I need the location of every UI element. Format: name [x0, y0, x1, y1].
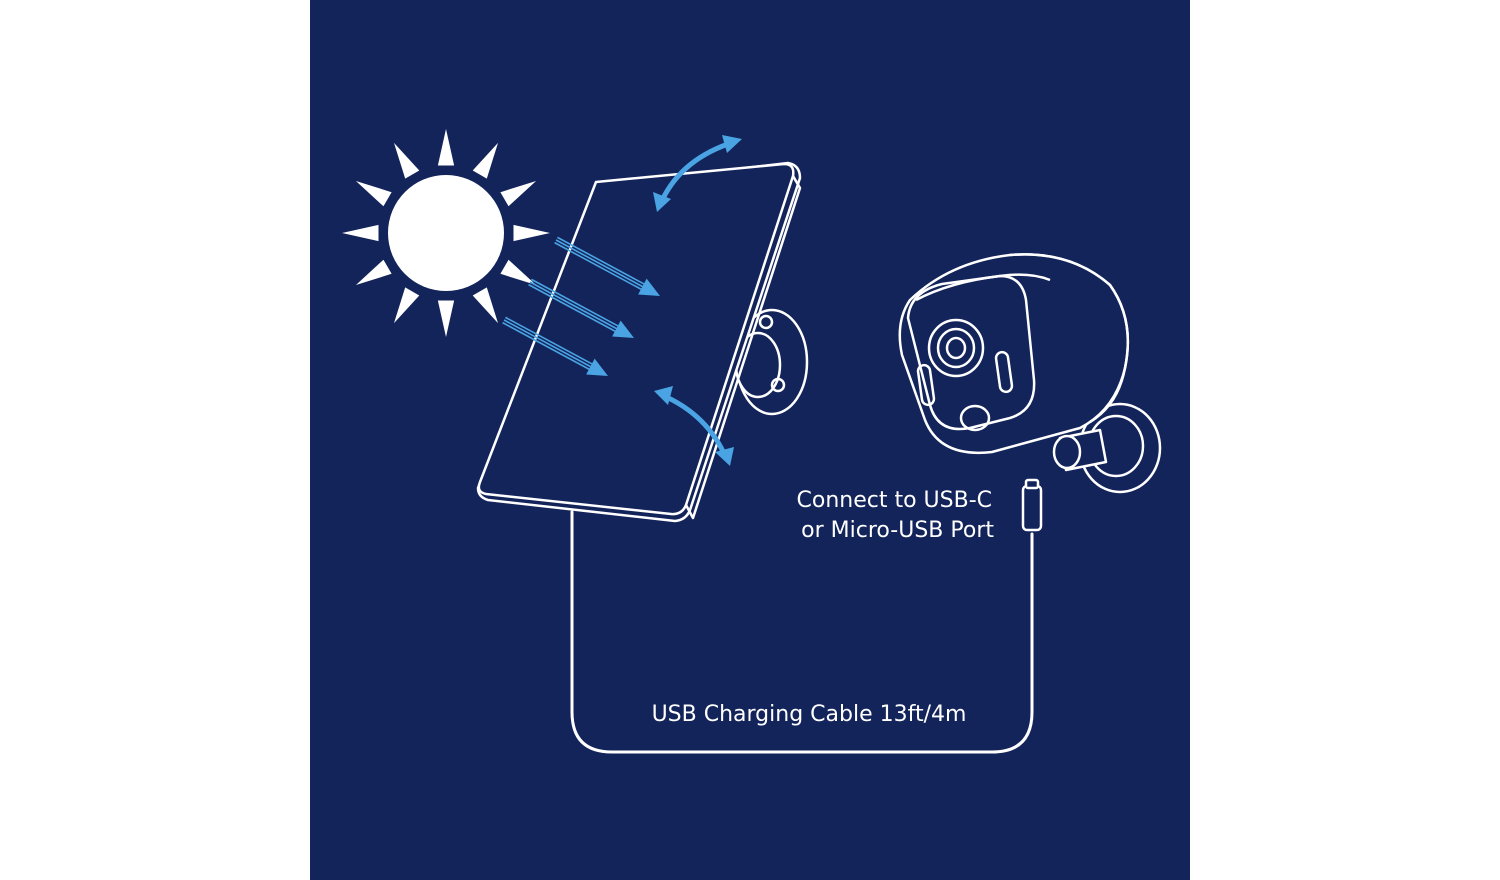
- sun-ray: [472, 142, 498, 179]
- sun-ray: [355, 259, 392, 285]
- tilt-arrow-bottom: [654, 386, 734, 466]
- sun-ray: [500, 259, 537, 285]
- sun-ray: [394, 287, 420, 324]
- connector-label-line2: or Micro-USB Port: [801, 518, 994, 543]
- sunlight-arrows: [502, 236, 660, 376]
- sun-icon: [342, 129, 550, 337]
- sun-disc: [388, 175, 504, 291]
- sunlight-arrow: [528, 278, 634, 338]
- security-camera-icon: [898, 253, 1162, 494]
- usb-connector-icon: [1021, 478, 1043, 532]
- sun-ray: [500, 181, 537, 207]
- cable-label: USB Charging Cable 13ft/4m: [652, 702, 967, 727]
- sunlight-arrow: [554, 236, 660, 296]
- connector-label-line1: Connect to USB-C: [797, 488, 993, 513]
- solar-panel-icon: [476, 161, 809, 523]
- usb-cable: [570, 510, 1034, 754]
- sun-ray: [355, 181, 392, 207]
- sun-ray: [437, 129, 455, 166]
- diagram-svg: Connect to USB-C or Micro-USB Port USB C…: [310, 0, 1190, 880]
- diagram-background: [310, 0, 1190, 880]
- sun-ray: [437, 300, 455, 337]
- tilt-arrow-top: [653, 135, 742, 212]
- camera-wall-mount: [1052, 402, 1162, 494]
- panel-face: [477, 162, 795, 516]
- sun-ray: [342, 224, 379, 242]
- sun-ray: [472, 287, 498, 324]
- diagram-panel: Connect to USB-C or Micro-USB Port USB C…: [310, 0, 1190, 880]
- sun-ray: [394, 142, 420, 179]
- sunlight-arrow: [502, 316, 608, 376]
- sun-ray: [513, 224, 550, 242]
